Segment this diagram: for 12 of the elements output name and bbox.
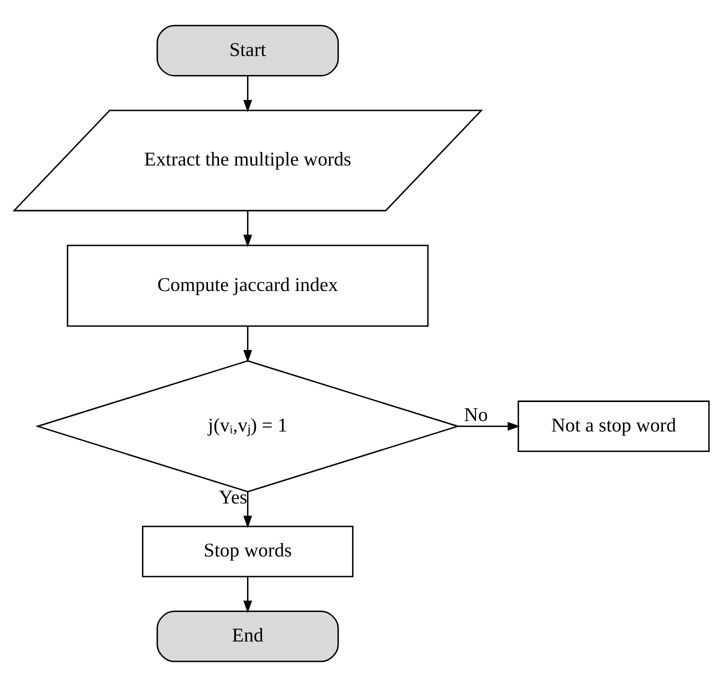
arrow <box>243 326 252 363</box>
arrow <box>243 210 252 248</box>
node-box: Compute jaccard index <box>66 244 429 327</box>
node-box: Stop words <box>142 526 354 578</box>
arrow <box>243 576 252 614</box>
arrow <box>458 422 520 431</box>
node-box: Start <box>156 24 339 76</box>
node-box: Not a stop word <box>518 400 710 452</box>
node-box: End <box>156 610 339 662</box>
edge-label: No <box>464 405 488 426</box>
arrow <box>243 76 252 112</box>
arrow <box>243 492 252 528</box>
